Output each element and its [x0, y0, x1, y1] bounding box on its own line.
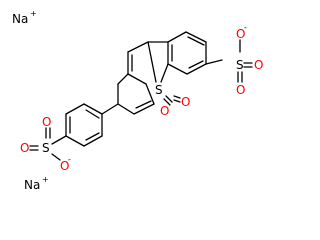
oxygen-label: O	[254, 58, 263, 72]
sulfur-label: S	[155, 83, 163, 97]
sodium-label: Na	[12, 12, 28, 26]
bond	[83, 135, 103, 147]
bond	[51, 135, 67, 145]
sulfur-label: S	[42, 141, 50, 155]
sulfur-label: S	[236, 58, 244, 72]
bond	[145, 83, 155, 105]
bond-lines	[29, 31, 253, 161]
bond	[51, 153, 61, 161]
bond	[188, 60, 204, 69]
bond	[187, 36, 205, 46]
bond	[117, 103, 135, 115]
molecule-diagram: Na + Na + S O - O O S O O S O O O -	[12, 9, 263, 192]
sulfone-group-middle: S O O	[155, 83, 190, 118]
oxygen-label: O	[236, 83, 245, 97]
charge-minus: -	[244, 23, 247, 32]
bond	[186, 63, 207, 75]
sodium-label: Na	[24, 178, 40, 192]
charge-plus: +	[30, 9, 37, 18]
bond	[205, 59, 223, 65]
bond	[173, 99, 181, 103]
bond	[163, 98, 171, 106]
bond	[127, 41, 149, 53]
oxygen-label: O	[160, 104, 169, 118]
bond	[83, 103, 103, 115]
charge-minus: -	[68, 155, 71, 164]
bond	[135, 100, 152, 109]
oxygen-label: O	[42, 115, 51, 129]
sulfonate-group-right: S O - O O	[236, 23, 263, 97]
bond	[185, 31, 207, 43]
bond	[101, 103, 119, 115]
sodium-ion-bottom: Na +	[24, 175, 49, 192]
bond	[151, 61, 157, 83]
bond	[147, 41, 153, 63]
oxygen-label: O	[60, 159, 69, 173]
bond	[173, 95, 181, 99]
bond	[165, 95, 173, 103]
bond	[65, 103, 85, 115]
oxygen-label: O	[236, 27, 245, 41]
bond	[167, 63, 188, 75]
structure-svg: Na + Na + S O - O O S O O S O O O -	[12, 9, 263, 192]
bond	[85, 132, 100, 141]
bond	[167, 31, 187, 43]
bond	[127, 73, 147, 85]
bond	[117, 73, 129, 85]
bond	[133, 103, 155, 115]
charge-plus: +	[42, 175, 49, 184]
bond	[65, 135, 85, 147]
oxygen-label: O	[181, 95, 190, 109]
bond	[160, 63, 169, 83]
bond	[85, 109, 100, 119]
oxygen-label: O	[20, 141, 29, 155]
sodium-ion-top: Na +	[12, 9, 37, 26]
sulfonate-group-left: S O O O -	[20, 115, 71, 173]
